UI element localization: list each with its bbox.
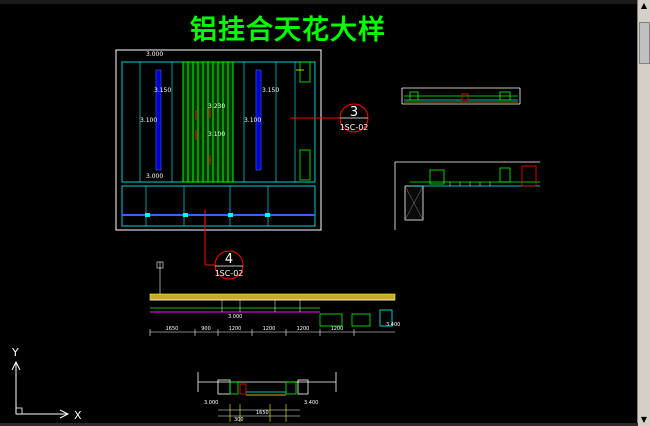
svg-text:1200: 1200 [331, 326, 344, 332]
svg-text:3.000: 3.000 [146, 51, 163, 58]
svg-text:3.100: 3.100 [208, 131, 225, 138]
callout-4-number: 4 [225, 252, 233, 267]
top-border [0, 0, 650, 4]
ceiling-section-4: 1650 900 1200 1200 1200 1200 3.000 3.400 [149, 261, 400, 336]
vertical-scrollbar[interactable]: ▲ ▼ [637, 0, 650, 426]
callout-4[interactable]: 4 1SC-02 [204, 225, 244, 280]
svg-text:1650: 1650 [166, 326, 179, 332]
svg-text:900: 900 [201, 326, 211, 332]
ceiling-plan [115, 49, 322, 231]
svg-text:3.400: 3.400 [304, 400, 318, 406]
callout-4-ref: 1SC-02 [215, 269, 244, 278]
ucs-icon: Y X [11, 346, 82, 422]
svg-text:3.000: 3.000 [228, 314, 242, 320]
svg-text:3.400: 3.400 [386, 322, 400, 328]
svg-text:1650: 1650 [256, 410, 269, 416]
detail-section-mid-right [394, 161, 540, 230]
detail-bottom: 3.000 3.400 1650 300 [197, 372, 337, 423]
callout-3[interactable]: 3 1SC-02 [290, 103, 369, 133]
svg-text:1200: 1200 [263, 326, 276, 332]
svg-text:3.100: 3.100 [244, 117, 261, 124]
svg-text:3.100: 3.100 [140, 117, 157, 124]
bottom-border [0, 423, 638, 426]
callout-3-number: 3 [350, 105, 358, 120]
ucs-x-label: X [74, 409, 82, 422]
svg-text:3.150: 3.150 [154, 87, 171, 94]
svg-text:1200: 1200 [297, 326, 310, 332]
plan-elevation-labels: 3.000 3.150 3.150 3.230 3.100 3.100 3.10… [140, 51, 279, 180]
svg-text:3.150: 3.150 [262, 87, 279, 94]
callout-3-ref: 1SC-02 [340, 123, 369, 132]
svg-text:3.000: 3.000 [204, 400, 218, 406]
drawing-title: 铝挂合天花大样 [190, 15, 386, 46]
detail-section-top-right [401, 87, 521, 105]
ucs-y-label: Y [11, 346, 19, 359]
scrollbar-thumb[interactable] [639, 22, 650, 64]
svg-text:1200: 1200 [229, 326, 242, 332]
svg-text:3.230: 3.230 [208, 103, 225, 110]
svg-text:300: 300 [234, 417, 244, 423]
scroll-up-icon[interactable]: ▲ [638, 0, 650, 12]
svg-text:3.000: 3.000 [146, 173, 163, 180]
scroll-down-icon[interactable]: ▼ [638, 414, 650, 426]
